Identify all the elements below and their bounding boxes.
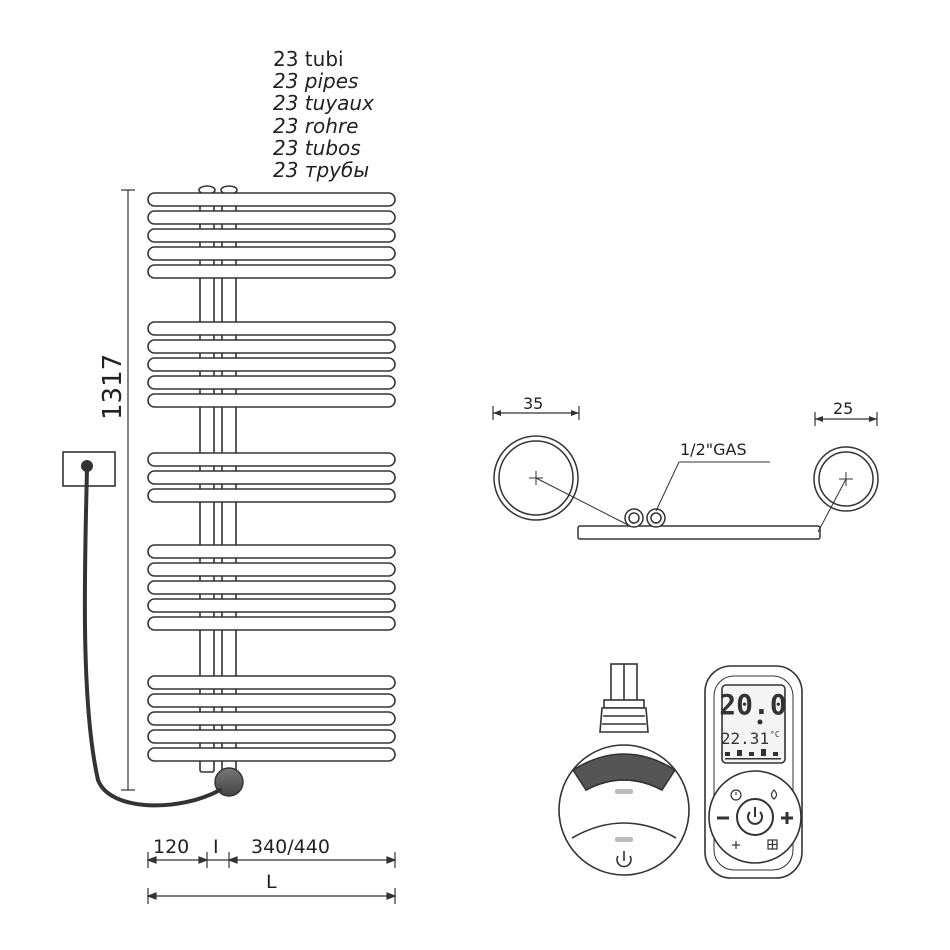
towel-rail-elevation <box>147 185 396 773</box>
bar-profile <box>577 525 821 540</box>
width-options-label: 340/440 <box>251 836 330 858</box>
towel-bar <box>147 393 396 408</box>
interaxis-label: I <box>213 836 219 858</box>
towel-bar <box>147 488 396 503</box>
towel-bar <box>147 192 396 207</box>
heating-element-unit <box>558 663 690 876</box>
connection-label: 1/2"GAS <box>680 440 747 459</box>
heating-element-knob <box>214 767 244 797</box>
towel-bar <box>147 470 396 485</box>
thermostat-display <box>721 684 786 764</box>
towel-bar <box>147 452 396 467</box>
pipe-count-label: 23 tubi <box>273 47 344 71</box>
towel-bar <box>147 246 396 261</box>
pipe-count-label: 23 tuyaux <box>273 91 374 116</box>
towel-bar <box>147 675 396 690</box>
towel-bar <box>147 616 396 631</box>
power-cable <box>82 466 222 808</box>
left-offset-label: 120 <box>153 836 190 858</box>
plus-icon <box>781 812 793 824</box>
thermostat-remote <box>704 665 803 879</box>
towel-bar <box>147 228 396 243</box>
thermostat-reading-suffix: °C <box>770 730 780 739</box>
height-label: 1317 <box>98 353 128 420</box>
thermostat-set-temperature: 20.0 <box>719 688 786 721</box>
snowflake-icon <box>732 841 740 849</box>
power-icon <box>747 807 763 825</box>
height-dimension <box>121 189 135 791</box>
towel-bar <box>147 562 396 577</box>
flame-icon <box>770 789 778 800</box>
main-pipe-diameter-label: 35 <box>523 394 544 413</box>
pipe-count-label: 23 tubos <box>273 135 361 160</box>
towel-bar <box>147 339 396 354</box>
pipe-count-labels: 23 tubi 23 pipes 23 tuyaux 23 rohre 23 t… <box>273 48 374 181</box>
towel-bar <box>147 598 396 613</box>
towel-bar <box>147 711 396 726</box>
towel-bar <box>147 729 396 744</box>
pipe-count-label: 23 трубы <box>273 158 370 183</box>
towel-bar <box>147 357 396 372</box>
power-icon <box>616 851 632 868</box>
total-length-label: L <box>266 871 277 893</box>
towel-bar <box>147 210 396 225</box>
width-dimensions <box>146 852 397 904</box>
towel-bar <box>147 321 396 336</box>
clock-icon <box>730 789 742 801</box>
towel-bar <box>147 264 396 279</box>
grid-icon <box>767 839 778 850</box>
towel-bar <box>147 375 396 390</box>
pipe-count-label: 23 pipes <box>273 69 359 94</box>
bar-pipe-diameter-label: 25 <box>833 399 854 418</box>
horizontal-bars <box>147 192 396 762</box>
wall-socket <box>62 451 116 487</box>
cross-section <box>492 406 879 540</box>
towel-bar <box>147 580 396 595</box>
thermostat-current-reading: 22.31 <box>721 729 769 748</box>
towel-bar <box>147 693 396 708</box>
pipe-count-label: 23 rohre <box>273 113 359 138</box>
snowflake-icon <box>757 719 763 725</box>
towel-bar <box>147 544 396 559</box>
towel-bar <box>147 747 396 762</box>
